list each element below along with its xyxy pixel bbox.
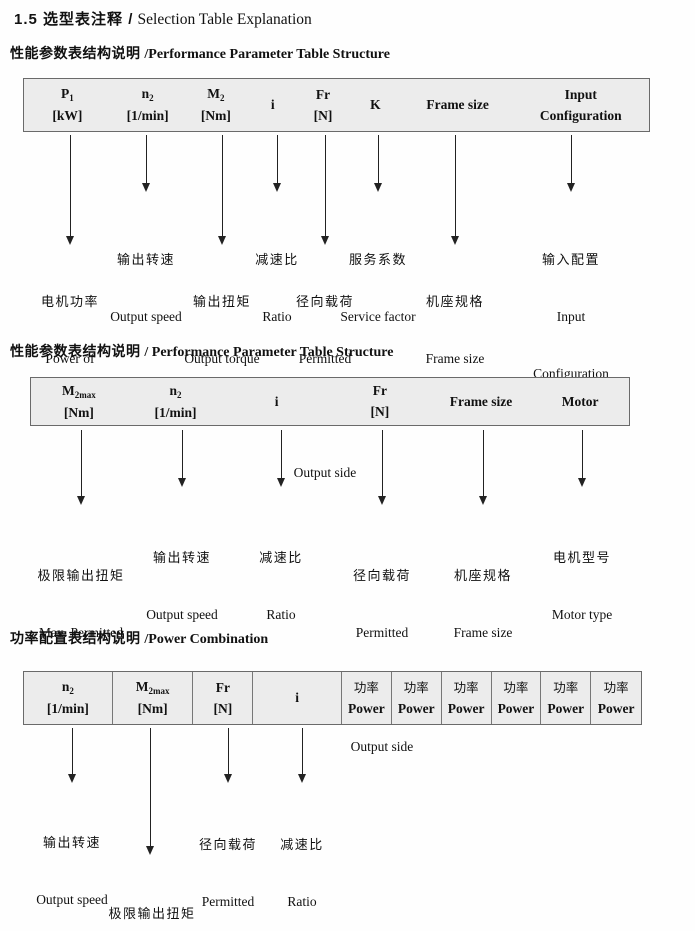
column-header-n2: n2 [1/min] — [126, 86, 169, 123]
arrow-down-i — [273, 135, 281, 192]
callout-output-speed: 输出转速 Output speed — [110, 252, 182, 324]
power-combination-table: n2 [1/min] M2max [Nm] Fr [N] i 功率 Power … — [23, 671, 642, 725]
column-header-i: i — [274, 393, 279, 409]
column-header-p1: P1 [kW] — [52, 86, 83, 123]
column-header-fr: Fr [N] — [313, 86, 333, 123]
column-header-input-configuration: Input Configuration — [539, 86, 622, 123]
callout-max-output-torque: 极限输出扭矩 Max. Permitted Output torque — [108, 906, 196, 921]
page-title-en: Selection Table Explanation — [137, 11, 312, 28]
arrow-down-fr — [321, 135, 329, 245]
section-heading-2: 性能参数表结构说明 / Performance Parameter Table … — [10, 343, 394, 360]
arrow-down-k — [374, 135, 382, 192]
arrow-down-m2max — [77, 430, 85, 505]
column-header-power-3: 功率 Power — [442, 672, 492, 724]
arrow-down-i — [277, 430, 285, 487]
arrow-down-n2 — [142, 135, 150, 192]
column-header-power-5: 功率 Power — [541, 672, 592, 724]
callout-overhung-load: 径向载荷 Permitted Overhung load Output side — [198, 837, 258, 909]
callout-ratio: 减速比 Ratio — [255, 252, 299, 324]
page-title-zh: 1.5 选型表注释 / — [14, 11, 134, 28]
callout-ratio: 减速比 Ratio — [259, 550, 303, 622]
column-header-i: i — [270, 97, 275, 112]
column-header-m2: M2 [Nm] — [200, 86, 231, 123]
column-header-power-4: 功率 Power — [492, 672, 542, 724]
column-header-motor: Motor — [561, 393, 599, 409]
arrow-down-fr — [224, 728, 232, 783]
column-header-power-1: 功率 Power — [342, 672, 392, 724]
column-header-frame-size: Frame size — [426, 97, 489, 112]
arrow-down-m2max — [146, 728, 154, 855]
column-header-frame-size: Frame size — [449, 393, 513, 409]
arrow-down-frame-size — [451, 135, 459, 245]
column-header-n2: n2 [1/min] — [154, 382, 197, 420]
column-header-k: K — [370, 97, 381, 112]
arrow-down-fr — [378, 430, 386, 505]
column-header-m2max: M2max [Nm] — [113, 672, 194, 724]
arrow-down-n2 — [68, 728, 76, 783]
callout-frame-size: 机座规格 Frame size — [425, 294, 485, 366]
page-title: 1.5 选型表注释 / Selection Table Explanation — [14, 8, 312, 29]
arrow-down-motor — [578, 430, 586, 487]
callout-output-speed: 输出转速 Output speed — [36, 835, 108, 907]
column-header-power-6: 功率 Power — [597, 680, 635, 716]
callout-output-torque: 输出扭矩 Output torque — [184, 294, 260, 366]
callout-ratio: 减速比 Ratio — [280, 837, 324, 909]
arrow-down-i — [298, 728, 306, 783]
column-header-fr: Fr [N] — [193, 672, 254, 724]
column-header-n2: n2 [1/min] — [24, 672, 113, 724]
column-header-power-2: 功率 Power — [392, 672, 442, 724]
section-heading-1: 性能参数表结构说明 /Performance Parameter Table S… — [10, 45, 390, 62]
column-header-fr: Fr [N] — [370, 383, 390, 419]
performance-parameter-table-2: M2max [Nm] n2 [1/min] i Fr [N] Frame siz… — [30, 377, 630, 426]
arrow-down-p1 — [66, 135, 74, 245]
callout-service-factor: 服务系数 Service factor — [340, 252, 416, 324]
callout-overhung-load: 径向载荷 Permitted Overhung load Output side — [342, 568, 423, 754]
column-header-i: i — [253, 672, 342, 724]
section-heading-3: 功率配置表结构说明 /Power Combination — [10, 630, 269, 647]
arrow-down-input-configuration — [567, 135, 575, 192]
callout-motor-type: 电机型号 Motor type — [551, 550, 613, 622]
arrow-down-frame-size — [479, 430, 487, 505]
arrow-down-n2 — [178, 430, 186, 487]
callout-frame-size: 机座规格 Frame size — [453, 568, 513, 640]
callout-output-speed: 输出转速 Output speed — [146, 550, 218, 622]
column-header-m2max: M2max [Nm] — [61, 382, 96, 420]
arrow-down-m2 — [218, 135, 226, 245]
performance-parameter-table-1: P1 [kW] n2 [1/min] M2 [Nm] i Fr [N] K Fr… — [23, 78, 650, 132]
